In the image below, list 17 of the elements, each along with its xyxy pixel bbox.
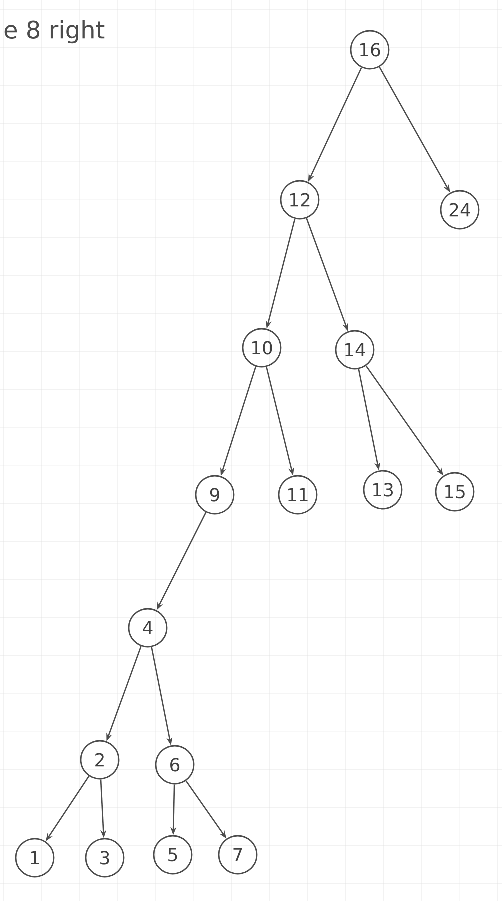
tree-node: 16: [350, 30, 390, 70]
tree-node: 13: [363, 470, 403, 510]
tree-node: 1: [15, 838, 55, 878]
tree-node: 6: [155, 745, 195, 785]
tree-node: 12: [280, 180, 320, 220]
tree-node: 14: [335, 330, 375, 370]
tree-node: 24: [440, 190, 480, 230]
tree-node: 10: [242, 328, 282, 368]
tree-node: 7: [218, 835, 258, 875]
note-text: e 8 right: [4, 20, 105, 44]
tree-node: 11: [278, 475, 318, 515]
tree-node: 4: [128, 608, 168, 648]
tree-node: 3: [85, 838, 125, 878]
tree-node: 9: [195, 475, 235, 515]
tree-node: 5: [153, 835, 193, 875]
tree-node: 2: [80, 740, 120, 780]
tree-node: 15: [435, 472, 475, 512]
